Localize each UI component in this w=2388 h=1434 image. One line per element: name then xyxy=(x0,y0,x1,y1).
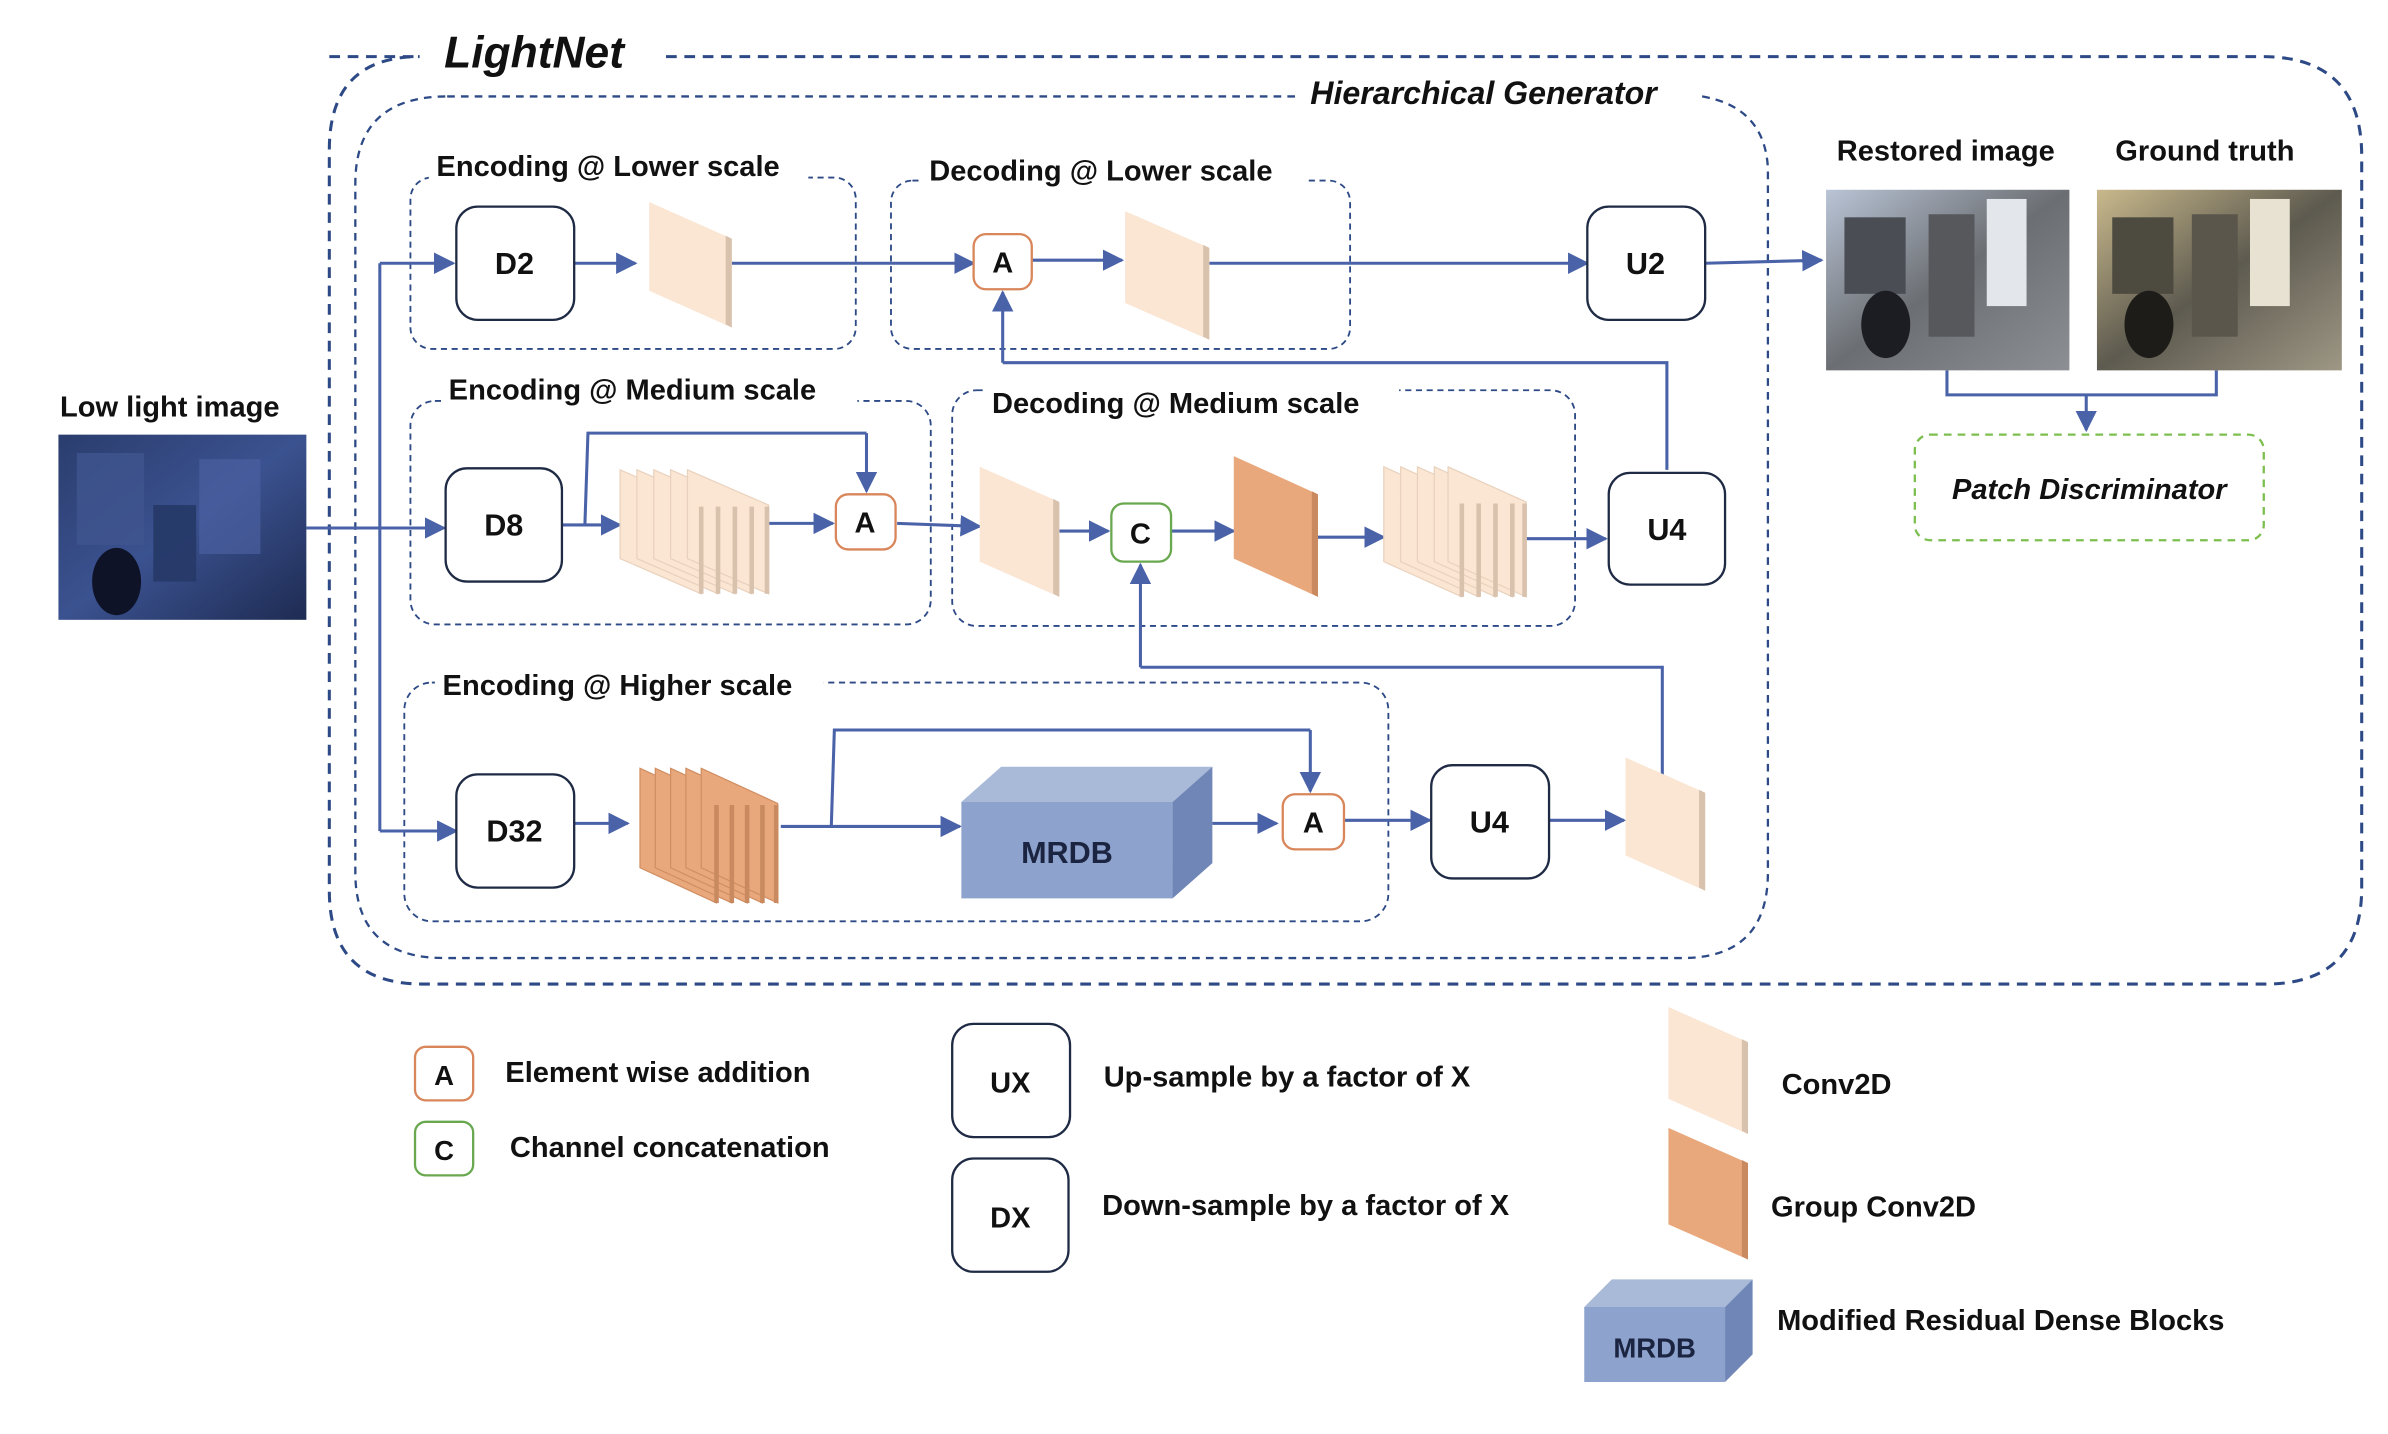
block-d2 xyxy=(455,205,576,322)
label-u4-medium: U4 xyxy=(1647,513,1686,547)
label-d8: D8 xyxy=(484,509,523,543)
label-encoding-medium: Encoding @ Medium scale xyxy=(449,374,816,406)
group-conv-stack-enc-higher xyxy=(639,767,779,904)
lightnet-frame xyxy=(327,55,2364,986)
legend-concat-symbol: C xyxy=(434,1135,454,1166)
legend-conv-text: Conv2D xyxy=(1782,1069,1892,1101)
hierarchical-generator-frame xyxy=(354,95,1770,960)
label-restored-image: Restored image xyxy=(1837,136,2055,168)
legend-mrdb-symbol: MRDB xyxy=(1613,1332,1696,1363)
connectors xyxy=(378,263,2218,832)
label-encoding-higher: Encoding @ Higher scale xyxy=(443,670,793,702)
add-node-higher xyxy=(1281,793,1346,851)
label-concat: C xyxy=(1130,518,1151,550)
legend-mrdb-text: Modified Residual Dense Blocks xyxy=(1777,1305,2224,1337)
label-u4-higher: U4 xyxy=(1470,806,1509,840)
label-u2: U2 xyxy=(1626,247,1665,281)
label-low-light-image: Low light image xyxy=(60,391,280,423)
label-patch-discriminator: Patch Discriminator xyxy=(1952,474,2228,506)
legend-group-conv-text: Group Conv2D xyxy=(1771,1192,1976,1224)
conv-stack-dec-medium xyxy=(1383,465,1527,598)
ground-truth-image xyxy=(2096,189,2342,371)
conv-slab-dec-medium xyxy=(979,466,1060,597)
group-conv-dec-medium xyxy=(1233,456,1318,597)
group-decoding-lower xyxy=(890,179,1352,350)
label-add-lower: A xyxy=(992,247,1013,279)
legend-concat-symbol-box xyxy=(413,1120,475,1177)
arrows xyxy=(306,249,2097,842)
legend-add-symbol-box xyxy=(413,1045,475,1102)
conv-stack-enc-medium xyxy=(619,468,770,595)
label-mrdb: MRDB xyxy=(1021,836,1113,870)
block-d32 xyxy=(455,773,576,889)
legend-mrdb-swatch xyxy=(1584,1279,1753,1382)
concat-node xyxy=(1110,502,1173,563)
patch-discriminator-box xyxy=(1913,433,2265,542)
legend: A Element wise addition C Channel concat… xyxy=(413,1007,2224,1382)
legend-ux-text: Up-sample by a factor of X xyxy=(1104,1062,1471,1094)
legend-dx-symbol: DX xyxy=(990,1202,1031,1234)
label-add-higher: A xyxy=(1303,808,1324,840)
conv-slab-higher-out xyxy=(1625,757,1706,891)
legend-concat-text: Channel concatenation xyxy=(510,1132,830,1164)
legend-dx-symbol-box xyxy=(951,1157,1070,1273)
label-decoding-lower: Decoding @ Lower scale xyxy=(929,156,1272,188)
mrdb-block xyxy=(961,766,1213,899)
block-u2 xyxy=(1586,205,1707,322)
label-add-medium: A xyxy=(854,508,875,540)
legend-ux-symbol-box xyxy=(951,1022,1072,1139)
group-encoding-higher xyxy=(403,681,1390,923)
label-decoding-medium: Decoding @ Medium scale xyxy=(992,388,1359,420)
legend-dx-text: Down-sample by a factor of X xyxy=(1102,1190,1510,1222)
add-node-lower xyxy=(972,233,1033,291)
label-d32: D32 xyxy=(486,815,542,849)
legend-ux-symbol: UX xyxy=(990,1068,1031,1100)
title-lightnet: LightNet xyxy=(444,28,626,77)
legend-conv-swatch xyxy=(1668,1007,1749,1135)
block-d8 xyxy=(444,467,564,583)
legend-add-symbol: A xyxy=(434,1060,454,1091)
block-u4-medium xyxy=(1607,471,1727,586)
block-u4-higher xyxy=(1430,764,1551,880)
legend-add-text: Element wise addition xyxy=(505,1057,810,1089)
restored-image xyxy=(1826,189,2070,371)
low-light-image xyxy=(58,434,307,620)
legend-group-conv-swatch xyxy=(1668,1127,1749,1260)
conv-slab-enc-lower xyxy=(649,202,732,328)
title-hierarchical-generator: Hierarchical Generator xyxy=(1310,75,1658,111)
add-node-medium xyxy=(834,493,897,551)
label-ground-truth: Ground truth xyxy=(2115,136,2294,168)
conv-slab-dec-lower xyxy=(1125,211,1210,340)
label-encoding-lower: Encoding @ Lower scale xyxy=(436,151,779,183)
label-d2: D2 xyxy=(495,247,534,281)
